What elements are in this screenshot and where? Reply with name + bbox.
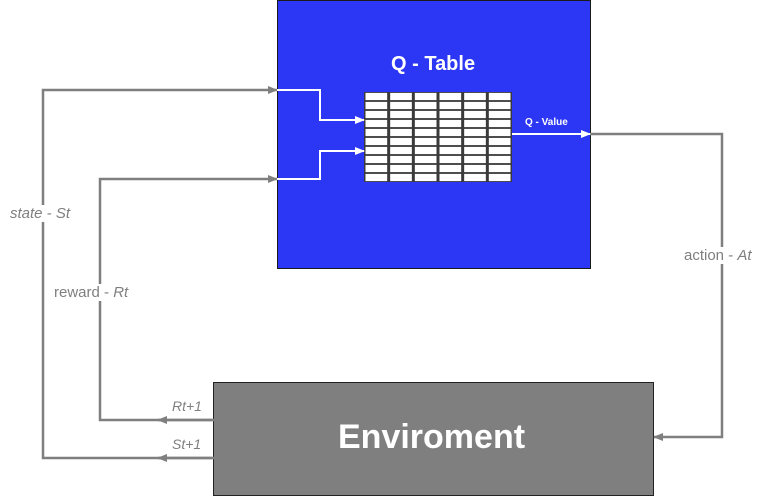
qtable-cell [464, 92, 486, 101]
qtable-cell [464, 164, 486, 173]
reward-label: reward - Rt [52, 284, 131, 301]
qtable-cell [365, 173, 388, 182]
qtable-cell [365, 110, 388, 119]
reward-label-prefix: reward - [54, 284, 114, 301]
qtable-cell [439, 155, 462, 164]
qtable-cell [390, 137, 412, 146]
qtable-cell [488, 92, 511, 101]
qtable-cell [414, 110, 437, 119]
qtable-title: Q - Table [391, 53, 476, 75]
qtable-cell [488, 119, 511, 128]
qtable-cell [390, 92, 412, 101]
qtable-cell [365, 101, 388, 110]
environment-title: Enviroment [338, 418, 526, 456]
qtable-cell [464, 146, 486, 155]
qtable-cell [390, 128, 412, 137]
qtable-cell [439, 119, 462, 128]
qtable-cell [390, 155, 412, 164]
reward-label-var: Rt [113, 284, 129, 301]
qtable-cell [464, 128, 486, 137]
reward-input-line [277, 147, 365, 180]
qtable-cell [390, 101, 412, 110]
qtable-cell [488, 137, 511, 146]
action-label: action - At [682, 247, 754, 264]
qtable-cell [488, 110, 511, 119]
qtable-cell [439, 101, 462, 110]
state-label: state - St [8, 205, 73, 222]
state-label-var: St [55, 205, 71, 222]
qtable-cell [464, 137, 486, 146]
qtable-cell [488, 146, 511, 155]
qtable-cell [390, 173, 412, 182]
qtable-cell [439, 128, 462, 137]
q-value-label: Q - Value [525, 117, 568, 128]
qtable-cell [414, 137, 437, 146]
qtable-cell [365, 155, 388, 164]
qtable-cell [439, 137, 462, 146]
qtable-cell [365, 146, 388, 155]
qtable-cell [414, 164, 437, 173]
qtable-cell [414, 119, 437, 128]
environment-box [213, 382, 654, 496]
qtable-cell [488, 173, 511, 182]
qtable-cell [464, 110, 486, 119]
state-label-prefix: state - [10, 205, 56, 222]
qtable-cell [414, 173, 437, 182]
qtable-cell [439, 110, 462, 119]
reward-next-label: Rt+1 [172, 398, 202, 414]
qtable-cell [439, 146, 462, 155]
qtable-cell [464, 101, 486, 110]
qtable-cell [365, 164, 388, 173]
qtable-cell [390, 110, 412, 119]
qtable-cell [365, 128, 388, 137]
qtable-cell [439, 173, 462, 182]
qtable-cell [390, 164, 412, 173]
qtable-grid-bg [364, 92, 512, 182]
qtable-grid [364, 92, 512, 182]
qtable-cell [390, 119, 412, 128]
qtable-cell [464, 155, 486, 164]
qtable-cell [414, 101, 437, 110]
state-next-label: St+1 [172, 436, 202, 452]
action-label-var: At [737, 247, 752, 264]
action-arrow [590, 132, 724, 441]
qtable-cell [439, 92, 462, 101]
state-arrow [41, 86, 278, 460]
qtable-cell [488, 101, 511, 110]
qtable-cell [464, 119, 486, 128]
qtable-cell [414, 92, 437, 101]
qtable-cell [488, 155, 511, 164]
qtable-cell [365, 137, 388, 146]
qtable-cell [488, 164, 511, 173]
action-label-prefix: action - [684, 247, 738, 264]
qtable-cell [414, 155, 437, 164]
qtable-cell [439, 164, 462, 173]
state-input-line [277, 89, 365, 124]
qtable-cell [365, 92, 388, 101]
qtable-cell [414, 128, 437, 137]
qtable-cell [464, 173, 486, 182]
qtable-cell [414, 146, 437, 155]
qtable-cell [390, 146, 412, 155]
qtable-cell [365, 119, 388, 128]
qtable-cell [488, 128, 511, 137]
